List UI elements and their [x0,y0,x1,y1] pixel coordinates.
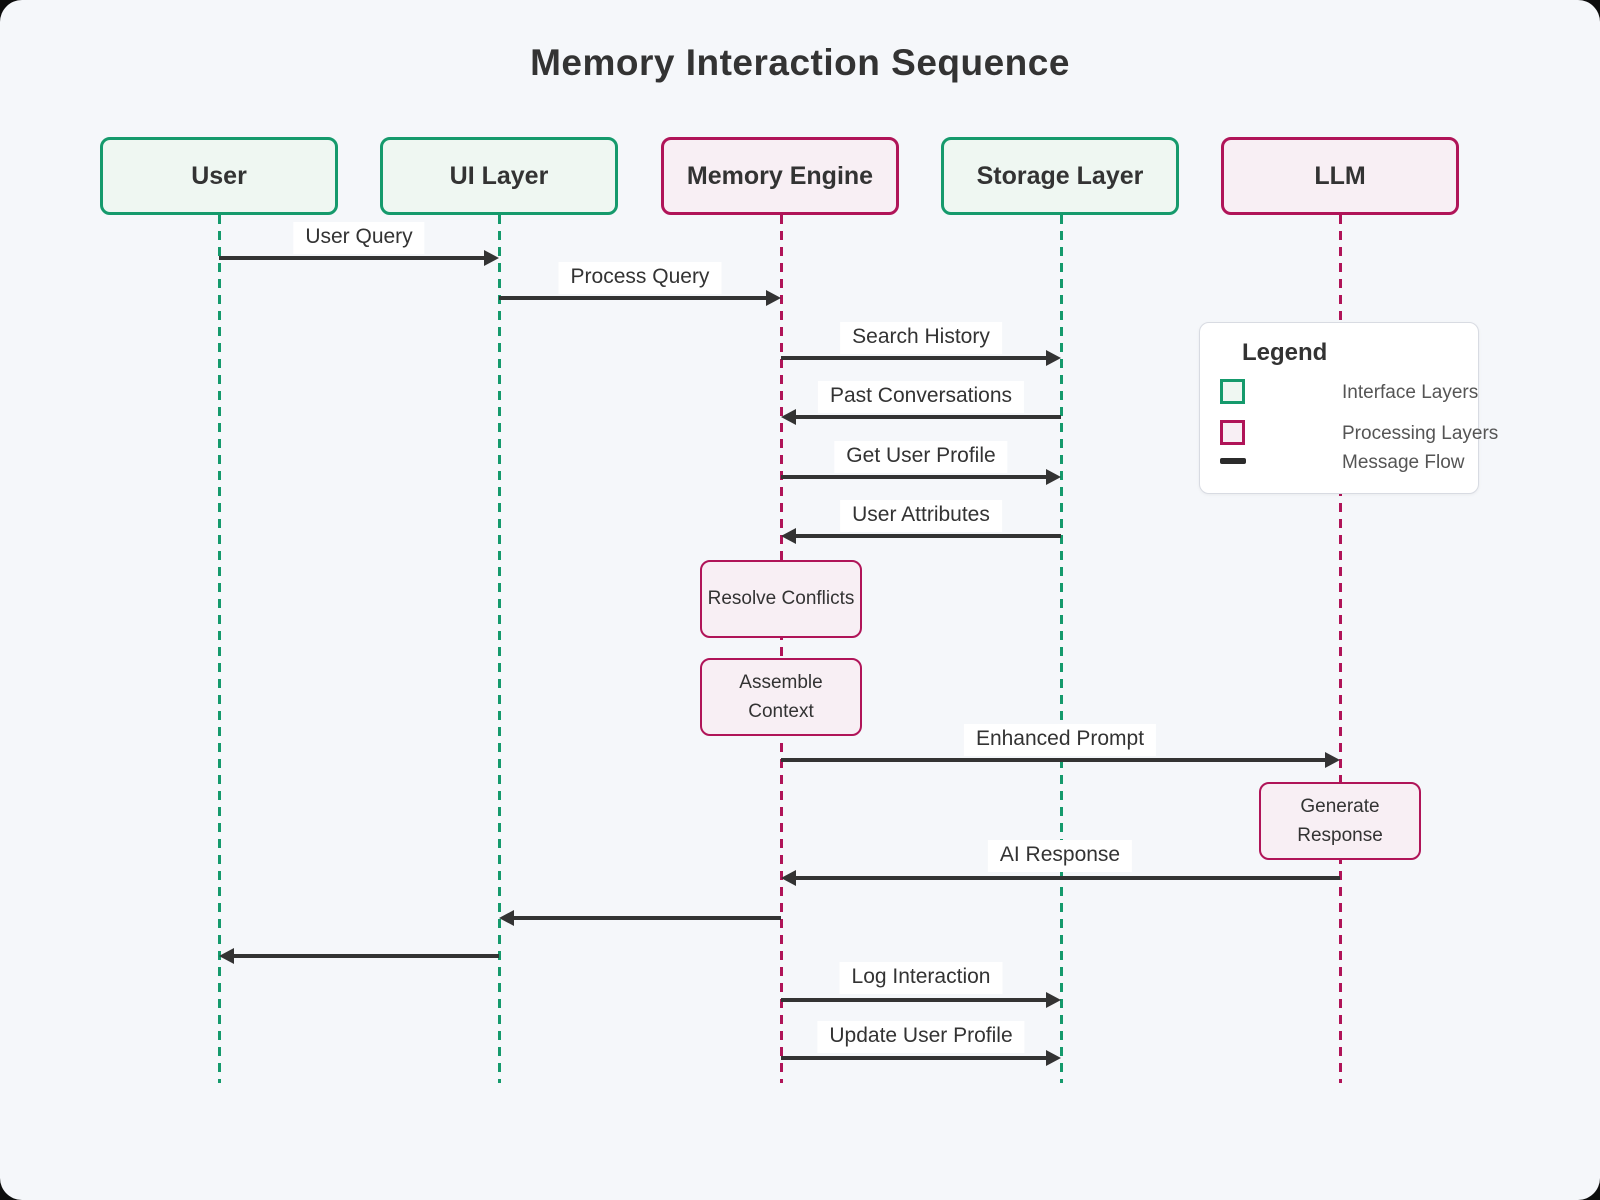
processing-layer-swatch-icon [1220,420,1245,445]
process-box-assemble-context: Assemble Context [700,658,862,736]
message-label-ai-response: AI Response [987,840,1133,872]
message-label-log-interaction: Log Interaction [839,962,1003,994]
process-box-resolve-conflicts: Resolve Conflicts [700,560,862,638]
actor-storage-layer-label: Storage Layer [976,161,1144,190]
process-box-line: Resolve Conflicts [707,588,855,610]
legend: Legend Interface Layers Processing Layer… [1199,322,1498,494]
actor-storage-layer: Storage Layer [941,137,1179,215]
arrow-user-attributes [781,528,1061,544]
legend-label-interface-layers: Interface Layers [1342,382,1479,403]
process-box-line: Context [748,701,814,722]
actor-ui-layer-label: UI Layer [449,161,549,190]
process-box-line: Response [1297,825,1383,846]
process-box-generate-response: Generate Response [1259,782,1421,860]
process-box-line: Generate [1300,795,1380,817]
arrow-enhanced-prompt [781,752,1340,768]
arrowhead-right-icon [1325,752,1340,768]
message-label-enhanced-prompt: Enhanced Prompt [963,724,1157,756]
actor-user: User [100,137,338,215]
actor-ui-layer: UI Layer [380,137,618,215]
arrowhead-left-icon [499,910,514,926]
legend-label-processing-layers: Processing Layers [1342,423,1499,444]
message-label-past-conversations: Past Conversations [817,381,1025,413]
arrowhead-right-icon [1046,992,1061,1008]
arrow-process-query [499,290,781,306]
message-label-get-user-profile: Get User Profile [834,441,1008,473]
arrowhead-right-icon [1046,350,1061,366]
lifeline-storage-layer [1059,215,1063,1083]
message-label-user-query: User Query [293,222,425,254]
arrowhead-left-icon [781,409,796,425]
actor-memory-engine: Memory Engine [661,137,899,215]
message-label-process-query: Process Query [558,262,722,294]
actor-memory-engine-label: Memory Engine [686,161,874,190]
arrow-log-interaction [781,992,1061,1008]
legend-label-message-flow: Message Flow [1342,452,1465,473]
arrow-return-to-user [219,948,499,964]
arrow-update-user-profile [781,1050,1061,1066]
process-box-line: Assemble [739,671,823,693]
arrowhead-left-icon [781,528,796,544]
message-label-search-history: Search History [840,322,1002,354]
message-flow-line-icon [1220,458,1246,464]
arrow-past-conversations [781,409,1061,425]
arrow-search-history [781,350,1061,366]
arrowhead-right-icon [1046,1050,1061,1066]
message-label-user-attributes: User Attributes [840,500,1002,532]
actor-llm-label: LLM [1314,161,1366,190]
arrow-user-query [219,250,499,266]
interface-layer-swatch-icon [1220,379,1245,404]
actor-llm: LLM [1221,137,1459,215]
arrowhead-right-icon [766,290,781,306]
arrowhead-right-icon [1046,469,1061,485]
lifeline-memory-engine [779,215,783,1083]
lifeline-ui-layer [497,215,501,1083]
actor-user-label: User [191,161,247,190]
arrow-get-user-profile [781,469,1061,485]
arrow-ai-response [781,870,1340,886]
arrowhead-right-icon [484,250,499,266]
arrowhead-left-icon [781,870,796,886]
diagram-title: Memory Interaction Sequence [530,42,1070,83]
lifeline-user [217,215,221,1083]
legend-title: Legend [1242,339,1328,366]
arrowhead-left-icon [219,948,234,964]
message-label-update-user-profile: Update User Profile [817,1021,1025,1053]
arrow-return-to-ui [499,910,781,926]
lifeline-llm [1338,215,1342,1083]
